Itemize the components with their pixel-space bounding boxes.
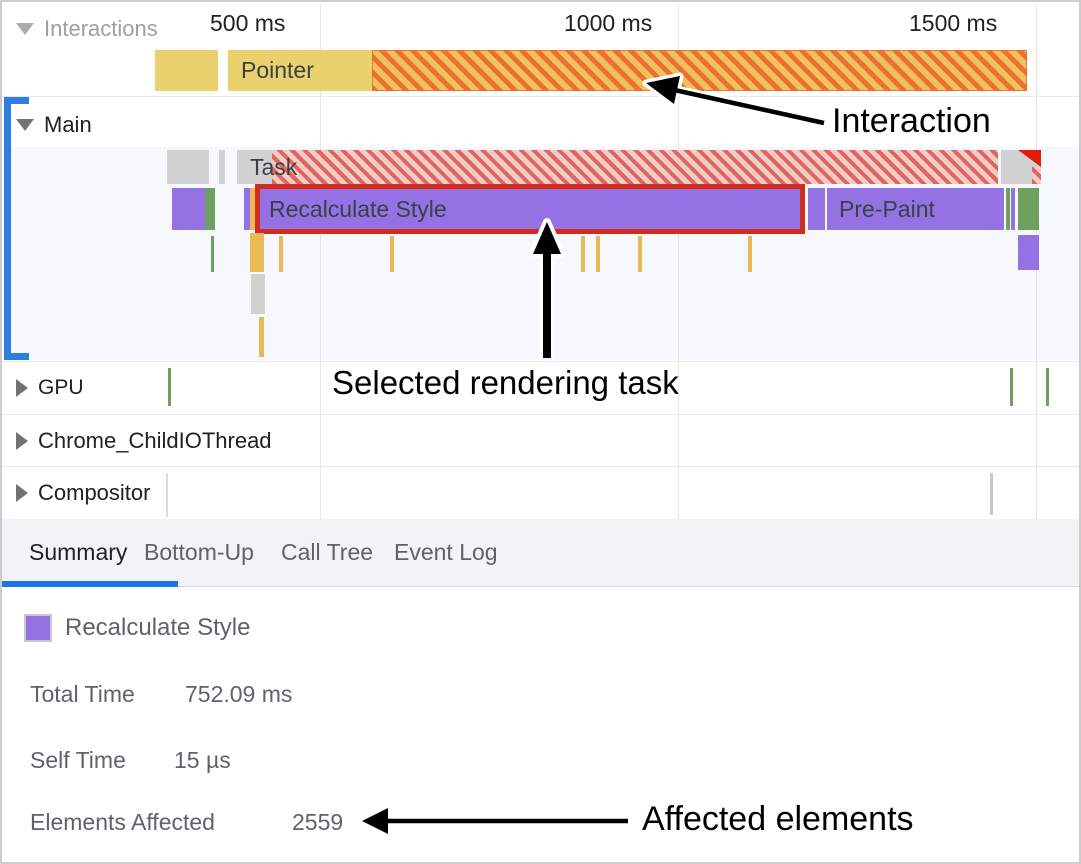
expand-triangle-icon[interactable] [16, 484, 28, 502]
timeline-gridline [320, 4, 321, 519]
bottom-panel-tabbar: Summary Bottom-Up Call Tree Event Log [2, 519, 1079, 587]
interaction-annotation: Interaction [832, 102, 991, 140]
summary-row-value: 2559 [292, 809, 344, 835]
summary-row-label: Self Time [30, 747, 126, 773]
paint-event-bar[interactable] [205, 188, 215, 230]
ruler-tick-label: 1000 ms [564, 10, 653, 36]
summary-row-label: Total Time [30, 681, 135, 707]
script-event-bar[interactable] [279, 236, 283, 272]
row-separator [2, 466, 1079, 467]
recalculate-style-label: Recalculate Style [269, 196, 447, 222]
paint-event-bar[interactable] [1006, 188, 1010, 230]
script-event-bar[interactable] [638, 236, 642, 272]
tab-bottom-up[interactable]: Bottom-Up [144, 539, 254, 565]
pre-paint-bar[interactable]: Pre-Paint [827, 188, 1004, 230]
affected-elements-arrowhead-icon [359, 805, 391, 837]
summary-row-value: 15 µs [174, 747, 231, 773]
tab-event-log[interactable]: Event Log [394, 539, 498, 565]
row-separator [2, 361, 1079, 362]
style-event-bar[interactable] [244, 188, 250, 230]
summary-row-value: 752.09 ms [185, 681, 293, 707]
ruler-tick-label: 1500 ms [909, 10, 998, 36]
script-event-bar[interactable] [390, 236, 394, 272]
style-event-bar[interactable] [808, 188, 825, 230]
compositor-activity-bar[interactable] [166, 473, 168, 517]
task-bar[interactable] [219, 150, 225, 184]
task-bar-label: Task [250, 154, 298, 180]
gpu-activity-bar[interactable] [168, 368, 171, 406]
pointer-bar-label: Pointer [241, 57, 314, 83]
script-event-bar[interactable] [581, 236, 585, 272]
interaction-event-bar[interactable] [155, 50, 218, 91]
track-title: Main [44, 112, 92, 137]
track-focus-bracket-cap [4, 97, 29, 104]
gpu-activity-bar[interactable] [1010, 368, 1013, 406]
paint-event-bar[interactable] [211, 236, 214, 272]
task-bar[interactable] [1001, 150, 1041, 184]
long-task-warning-triangle-icon [1018, 150, 1041, 167]
track-title: Chrome_ChildIOThread [38, 428, 272, 453]
collapse-triangle-icon[interactable] [16, 23, 34, 35]
track-focus-bracket [4, 97, 11, 360]
tab-summary[interactable]: Summary [29, 539, 128, 565]
gpu-activity-bar[interactable] [1046, 368, 1049, 406]
script-event-bar[interactable] [250, 188, 258, 230]
childio-track-header[interactable]: Chrome_ChildIOThread [16, 428, 272, 454]
summary-row-label: Elements Affected [30, 809, 215, 835]
track-focus-bracket-cap [4, 353, 29, 360]
interactions-track-header[interactable]: Interactions [16, 16, 158, 42]
main-track-header[interactable]: Main [16, 112, 92, 138]
compositor-track-header[interactable]: Compositor [16, 480, 150, 506]
affected-elements-annotation: Affected elements [642, 800, 914, 838]
track-title: Interactions [44, 16, 158, 41]
paint-event-bar[interactable] [1018, 188, 1039, 230]
style-event-bar[interactable] [1018, 235, 1039, 270]
collapse-triangle-icon[interactable] [16, 119, 34, 131]
long-task-hatch [272, 150, 998, 184]
expand-triangle-icon[interactable] [16, 379, 28, 397]
tab-call-tree[interactable]: Call Tree [281, 539, 374, 565]
script-event-bar[interactable] [250, 233, 264, 272]
style-event-bar[interactable] [172, 188, 205, 230]
long-task-hatch-fragment [1032, 167, 1041, 184]
event-color-swatch [24, 614, 52, 642]
style-event-bar[interactable] [1011, 188, 1015, 230]
pointer-interaction-bar[interactable]: Pointer [228, 50, 1027, 91]
selected-recalculate-style-bar[interactable]: Recalculate Style [255, 184, 805, 234]
timeline-gridline [678, 4, 679, 519]
row-separator [2, 414, 1079, 415]
script-event-bar[interactable] [596, 236, 600, 272]
track-title: GPU [38, 376, 84, 399]
row-separator [2, 96, 1079, 97]
ruler-tick-label: 500 ms [210, 10, 286, 36]
compositor-activity-bar[interactable] [990, 473, 993, 515]
task-bar[interactable] [251, 274, 265, 314]
pre-paint-label: Pre-Paint [839, 196, 935, 222]
task-bar[interactable] [167, 150, 209, 184]
long-task-bar[interactable]: Task [237, 150, 998, 184]
active-tab-underline [2, 581, 178, 587]
track-title: Compositor [38, 480, 151, 505]
summary-event-title: Recalculate Style [65, 614, 251, 641]
script-event-bar[interactable] [259, 317, 264, 357]
expand-triangle-icon[interactable] [16, 432, 28, 450]
selected-task-annotation: Selected rendering task [332, 364, 679, 401]
script-event-bar[interactable] [748, 236, 752, 272]
gpu-track-header[interactable]: GPU [16, 376, 84, 400]
